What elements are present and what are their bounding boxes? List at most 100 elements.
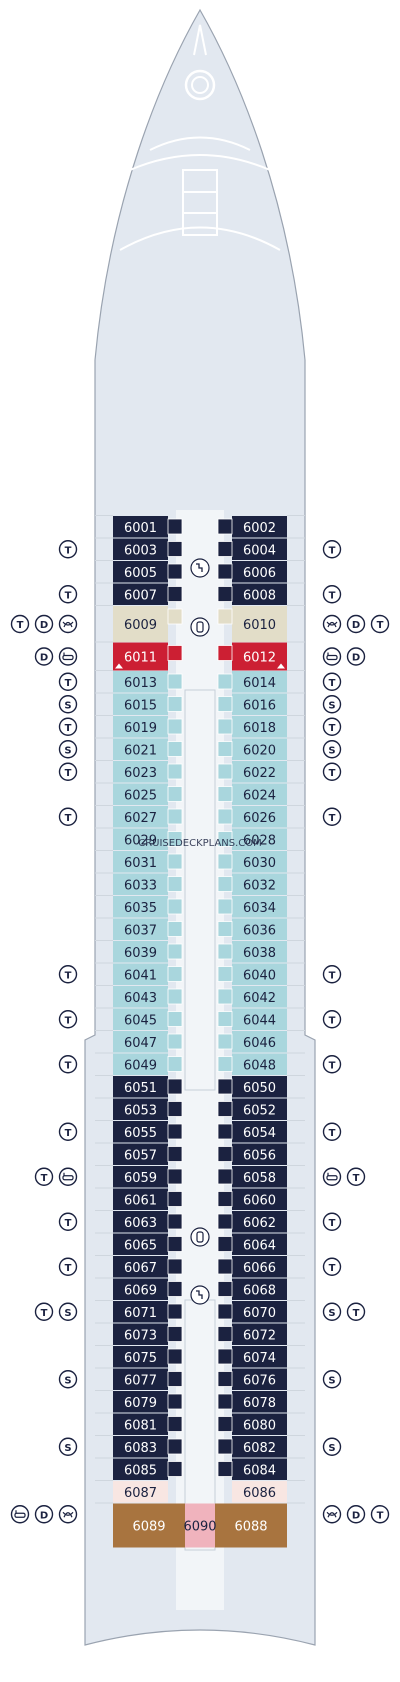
cabin-block [113, 1008, 168, 1030]
cabin-6054[interactable]: 6054 [217, 1121, 287, 1143]
cabin-6013[interactable]: 6013 [113, 671, 183, 693]
cabin-6053[interactable]: 6053 [113, 1098, 183, 1121]
cabin-6079[interactable]: 6079 [113, 1391, 183, 1413]
cabin-6082[interactable]: 6082 [217, 1436, 287, 1458]
cabin-6055[interactable]: 6055 [113, 1121, 183, 1143]
cabin-6070[interactable]: 6070 [217, 1301, 287, 1323]
cabin-6064[interactable]: 6064 [217, 1233, 287, 1256]
cabin-6075[interactable]: 6075 [113, 1346, 183, 1368]
cabin-6004[interactable]: 6004 [217, 538, 287, 561]
cabin-6030[interactable]: 6030 [217, 851, 287, 873]
cabin-6048[interactable]: 6048 [217, 1053, 287, 1076]
cabin-6051[interactable]: 6051 [113, 1076, 183, 1098]
cabin-6010[interactable]: 6010 [217, 606, 287, 642]
cabin-number: 6087 [124, 1486, 157, 1501]
cabin-6084[interactable]: 6084 [217, 1458, 287, 1481]
cabin-6022[interactable]: 6022 [217, 761, 287, 783]
cabin-6087[interactable]: 6087 [113, 1481, 168, 1503]
cabin-6018[interactable]: 6018 [217, 716, 287, 738]
cabin-6037[interactable]: 6037 [113, 918, 183, 941]
cabin-6042[interactable]: 6042 [217, 986, 287, 1008]
cabin-6056[interactable]: 6056 [217, 1143, 287, 1166]
cabin-6052[interactable]: 6052 [217, 1098, 287, 1121]
cabin-6027[interactable]: 6027 [113, 806, 183, 828]
cabin-bathroom [167, 1258, 183, 1275]
cabin-6005[interactable]: 6005 [113, 561, 183, 583]
cabin-6066[interactable]: 6066 [217, 1256, 287, 1278]
cabin-6071[interactable]: 6071 [113, 1301, 183, 1323]
twin-bed-icon: T [58, 1257, 78, 1276]
cabin-6077[interactable]: 6077 [113, 1368, 183, 1391]
cabin-6029[interactable]: 6029 [113, 828, 183, 851]
cabin-bathroom [167, 541, 183, 557]
cabin-6035[interactable]: 6035 [113, 896, 183, 918]
cabin-6012[interactable]: 6012 [217, 642, 287, 671]
cabin-6032[interactable]: 6032 [217, 873, 287, 896]
bow-arc-3 [119, 226, 281, 251]
cabin-6003[interactable]: 6003 [113, 538, 183, 561]
cabin-6014[interactable]: 6014 [217, 671, 287, 693]
cabin-6021[interactable]: 6021 [113, 738, 183, 761]
cabin-bathroom [167, 853, 183, 870]
cabin-6050[interactable]: 6050 [217, 1076, 287, 1098]
cabin-6083[interactable]: 6083 [113, 1436, 183, 1458]
cabin-6088[interactable]: 6088 [215, 1503, 287, 1548]
cabin-6043[interactable]: 6043 [113, 986, 183, 1008]
cabin-6073[interactable]: 6073 [113, 1323, 183, 1346]
cabin-6024[interactable]: 6024 [217, 783, 287, 806]
cabin-6089[interactable]: 6089 [113, 1503, 185, 1548]
cabin-6016[interactable]: 6016 [217, 693, 287, 716]
cabin-6058[interactable]: 6058 [217, 1166, 287, 1188]
cabin-6007[interactable]: 6007 [113, 583, 183, 606]
cabin-6040[interactable]: 6040 [217, 963, 287, 986]
cabin-6080[interactable]: 6080 [217, 1413, 287, 1436]
cabin-6069[interactable]: 6069 [113, 1278, 183, 1301]
cabin-6006[interactable]: 6006 [217, 561, 287, 583]
cabin-6065[interactable]: 6065 [113, 1233, 183, 1256]
cabin-6041[interactable]: 6041 [113, 963, 183, 986]
cabin-6067[interactable]: 6067 [113, 1256, 183, 1278]
cabin-6019[interactable]: 6019 [113, 716, 183, 738]
cabin-6068[interactable]: 6068 [217, 1278, 287, 1301]
cabin-6020[interactable]: 6020 [217, 738, 287, 761]
cabin-6057[interactable]: 6057 [113, 1143, 183, 1166]
cabin-6072[interactable]: 6072 [217, 1323, 287, 1346]
cabin-6059[interactable]: 6059 [113, 1166, 183, 1188]
svg-text:T: T [329, 678, 336, 689]
cabin-6033[interactable]: 6033 [113, 873, 183, 896]
cabin-6086[interactable]: 6086 [232, 1481, 287, 1503]
cabin-6074[interactable]: 6074 [217, 1346, 287, 1368]
cabin-number: 6030 [243, 856, 276, 871]
cabin-6078[interactable]: 6078 [217, 1391, 287, 1413]
cabin-6049[interactable]: 6049 [113, 1053, 183, 1076]
cabin-6039[interactable]: 6039 [113, 941, 183, 963]
cabin-6009[interactable]: 6009 [113, 606, 183, 642]
cabin-6038[interactable]: 6038 [217, 941, 287, 963]
cabin-6031[interactable]: 6031 [113, 851, 183, 873]
cabin-block [113, 1211, 168, 1233]
cabin-6062[interactable]: 6062 [217, 1211, 287, 1233]
cabin-6063[interactable]: 6063 [113, 1211, 183, 1233]
cabin-6085[interactable]: 6085 [113, 1458, 183, 1481]
cabin-6060[interactable]: 6060 [217, 1188, 287, 1211]
cabin-6036[interactable]: 6036 [217, 918, 287, 941]
cabin-6045[interactable]: 6045 [113, 1008, 183, 1031]
cabin-6015[interactable]: 6015 [113, 693, 183, 716]
cabin-6090[interactable]: 6090 [183, 1503, 217, 1548]
cabin-6026[interactable]: 6026 [217, 806, 287, 828]
cabin-6011[interactable]: 6011 [113, 642, 183, 671]
cabin-6047[interactable]: 6047 [113, 1031, 183, 1053]
cabin-6008[interactable]: 6008 [217, 583, 287, 606]
cabin-6025[interactable]: 6025 [113, 783, 183, 806]
cabin-6001[interactable]: 6001 [113, 516, 183, 538]
cabin-6002[interactable]: 6002 [217, 516, 287, 538]
cabin-6023[interactable]: 6023 [113, 761, 183, 783]
cabin-6046[interactable]: 6046 [217, 1031, 287, 1053]
cabin-6076[interactable]: 6076 [217, 1368, 287, 1391]
cabin-6061[interactable]: 6061 [113, 1188, 183, 1211]
cabin-6044[interactable]: 6044 [217, 1008, 287, 1031]
twin-bed-icon: T [322, 672, 342, 691]
cabin-6081[interactable]: 6081 [113, 1413, 183, 1436]
cabin-6028[interactable]: 6028 [217, 828, 287, 851]
cabin-6034[interactable]: 6034 [217, 896, 287, 918]
